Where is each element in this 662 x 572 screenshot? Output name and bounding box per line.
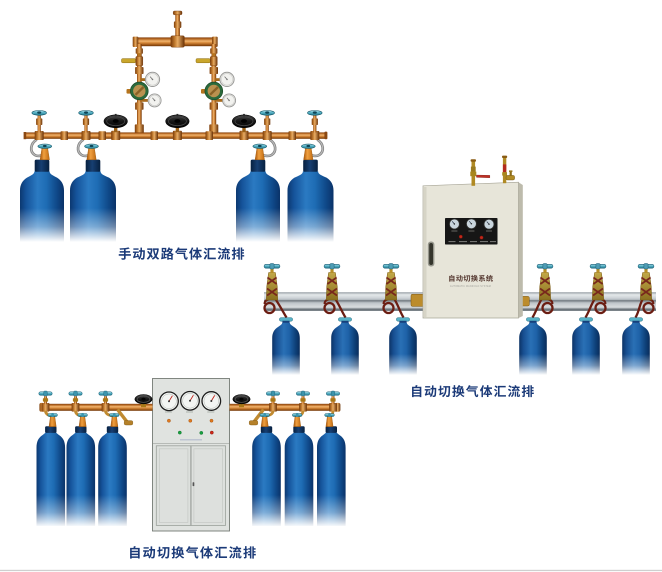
- svg-text:AUTOMATIC MANIFOLD SYSTEM: AUTOMATIC MANIFOLD SYSTEM: [450, 285, 491, 288]
